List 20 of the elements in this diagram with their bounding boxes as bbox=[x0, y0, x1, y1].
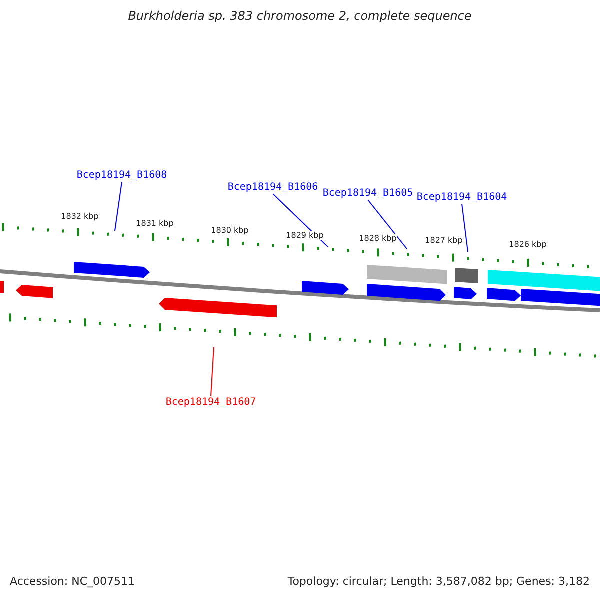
leader-line bbox=[272, 194, 328, 248]
leader-line bbox=[368, 200, 408, 250]
gene-label: Bcep18194_B1607 bbox=[166, 397, 256, 408]
leader-line bbox=[210, 346, 214, 396]
scale-label: 1827 kbp bbox=[425, 236, 463, 245]
gene-label: Bcep18194_B1606 bbox=[228, 182, 318, 193]
scale-label: 1831 kbp bbox=[136, 219, 174, 228]
scale-label: 1826 kbp bbox=[509, 240, 547, 249]
scale-label: 1828 kbp bbox=[359, 234, 397, 243]
leader-line bbox=[462, 204, 468, 252]
gene-label: Bcep18194_B1605 bbox=[322, 188, 414, 199]
diagram-title: Burkholderia sp. 383 chromosome 2, complete sequence bbox=[127, 9, 473, 23]
scale-label: 1830 kbp bbox=[211, 226, 249, 235]
footer-text: Accession: NC_007511 bbox=[10, 575, 136, 588]
scale-label: 1829 kbp bbox=[286, 231, 324, 240]
footer-text: Topology: circular; Length: 3,587,082 bp; Genes: 3,182 bbox=[288, 575, 590, 588]
scale-label: 1832 kbp bbox=[61, 212, 99, 221]
leader-line bbox=[114, 182, 122, 232]
gene-label: Bcep18194_B1604 bbox=[416, 192, 508, 203]
gene-label: Bcep18194_B1608 bbox=[76, 170, 168, 181]
